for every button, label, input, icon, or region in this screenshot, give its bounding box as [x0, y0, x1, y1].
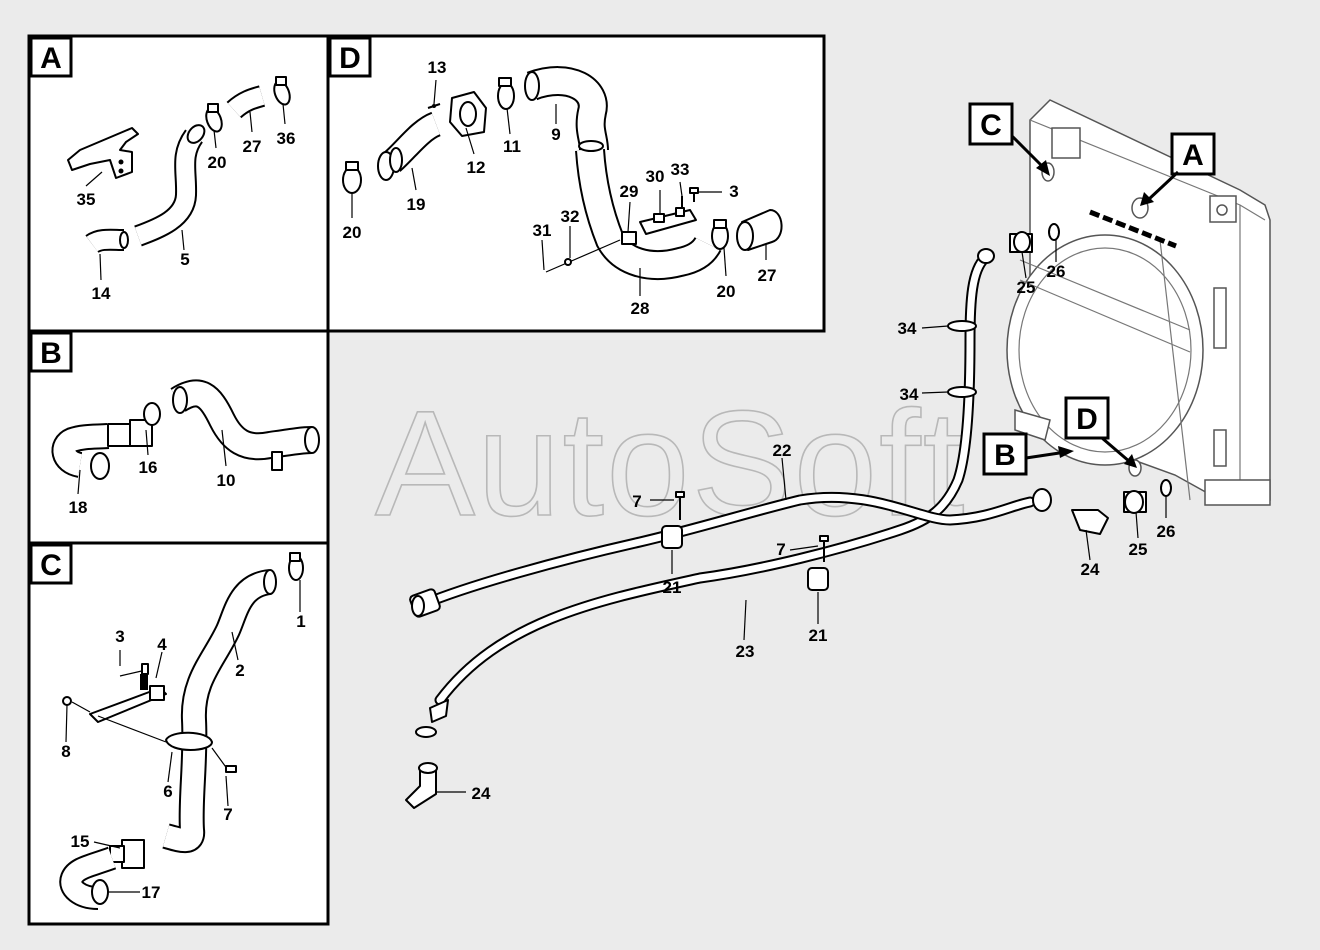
- label-19: 19: [407, 195, 426, 214]
- callout-a: A: [1182, 139, 1204, 172]
- label-29: 29: [620, 182, 639, 201]
- label-32: 32: [561, 207, 580, 226]
- label-25-bottom: 25: [1129, 540, 1148, 559]
- label-33: 33: [671, 160, 690, 179]
- label-35: 35: [77, 190, 96, 209]
- panel-c-parts: [59, 552, 304, 910]
- label-11: 11: [503, 137, 521, 156]
- label-27-d: 27: [758, 266, 777, 285]
- label-5: 5: [180, 250, 189, 269]
- bracket-35: [67, 127, 139, 179]
- bracket-4: [89, 687, 167, 723]
- panel-d-labels: 13 11 12 9 19 20 30 33 3 29 31 32 27 20 …: [343, 58, 777, 318]
- label-3-d: 3: [729, 182, 738, 201]
- label-6: 6: [163, 782, 172, 801]
- connector-16: [107, 423, 131, 447]
- label-1: 1: [296, 612, 305, 631]
- panel-letter-tabs: A B C D: [29, 36, 372, 585]
- panel-d-parts: [342, 66, 783, 296]
- strap-6: [165, 731, 213, 751]
- label-10: 10: [217, 471, 236, 490]
- connector-15: [121, 839, 145, 869]
- label-21-right: 21: [809, 626, 828, 645]
- clamp-21-right: [807, 567, 829, 591]
- label-36: 36: [277, 129, 296, 148]
- panel-a-letter: A: [40, 42, 62, 75]
- label-12: 12: [467, 158, 486, 177]
- label-17: 17: [142, 883, 161, 902]
- label-31: 31: [533, 221, 552, 240]
- label-15: 15: [71, 832, 90, 851]
- label-8: 8: [61, 742, 70, 761]
- label-20-top: 20: [343, 223, 362, 242]
- label-14: 14: [92, 284, 111, 303]
- label-26-top: 26: [1047, 262, 1066, 281]
- callout-d: D: [1076, 403, 1098, 436]
- label-24-right: 24: [1081, 560, 1100, 579]
- panel-c-letter: C: [40, 549, 62, 582]
- label-23: 23: [736, 642, 755, 661]
- label-2: 2: [235, 661, 244, 680]
- panel-b-letter: B: [40, 337, 62, 370]
- label-3: 3: [115, 627, 124, 646]
- label-25-top: 25: [1017, 278, 1036, 297]
- label-24-left: 24: [472, 784, 491, 803]
- label-21-left: 21: [663, 578, 682, 597]
- label-27: 27: [243, 137, 262, 156]
- label-16: 16: [139, 458, 158, 477]
- label-26-bottom: 26: [1157, 522, 1176, 541]
- fittings: [405, 223, 1172, 809]
- label-9: 9: [551, 125, 560, 144]
- label-13: 13: [428, 58, 447, 77]
- clamp-21-left: [661, 525, 683, 549]
- panel-c-labels: 1 2 3 4 8 6 7 15 17: [61, 612, 305, 902]
- label-7-left: 7: [632, 492, 641, 511]
- label-7-right: 7: [776, 540, 785, 559]
- callout-boxes: C A D B: [968, 102, 1216, 476]
- label-30: 30: [646, 167, 665, 186]
- label-22: 22: [773, 441, 792, 460]
- panel-b-parts: [51, 379, 320, 495]
- hydraulic-hoses: [418, 252, 1036, 706]
- label-4: 4: [157, 635, 167, 654]
- label-18: 18: [69, 498, 88, 517]
- label-7: 7: [223, 805, 232, 824]
- label-34-upper: 34: [898, 319, 917, 338]
- callout-b: B: [994, 439, 1016, 472]
- callout-c: C: [980, 109, 1002, 142]
- panel-a-parts: [67, 76, 291, 281]
- main-leaders: [436, 240, 1167, 793]
- label-28: 28: [631, 299, 650, 318]
- label-34-lower: 34: [900, 385, 919, 404]
- elbow-fitting-24-left: [405, 767, 437, 809]
- label-20-right: 20: [717, 282, 736, 301]
- nut-8: [62, 696, 72, 706]
- panel-a-labels: 35 20 27 36 5 14: [77, 129, 296, 303]
- label-20: 20: [208, 153, 227, 172]
- panel-d-letter: D: [339, 42, 361, 75]
- elbow-fitting-24-right: [1071, 509, 1109, 535]
- main-labels: 25 26 34 34 22 7 7 21 21 23 24 24 25 26: [472, 262, 1176, 803]
- watermark: AutoSoft: [375, 379, 966, 547]
- panel-b-labels: 16 10 18: [69, 458, 236, 517]
- radiator-assembly: [1006, 99, 1271, 506]
